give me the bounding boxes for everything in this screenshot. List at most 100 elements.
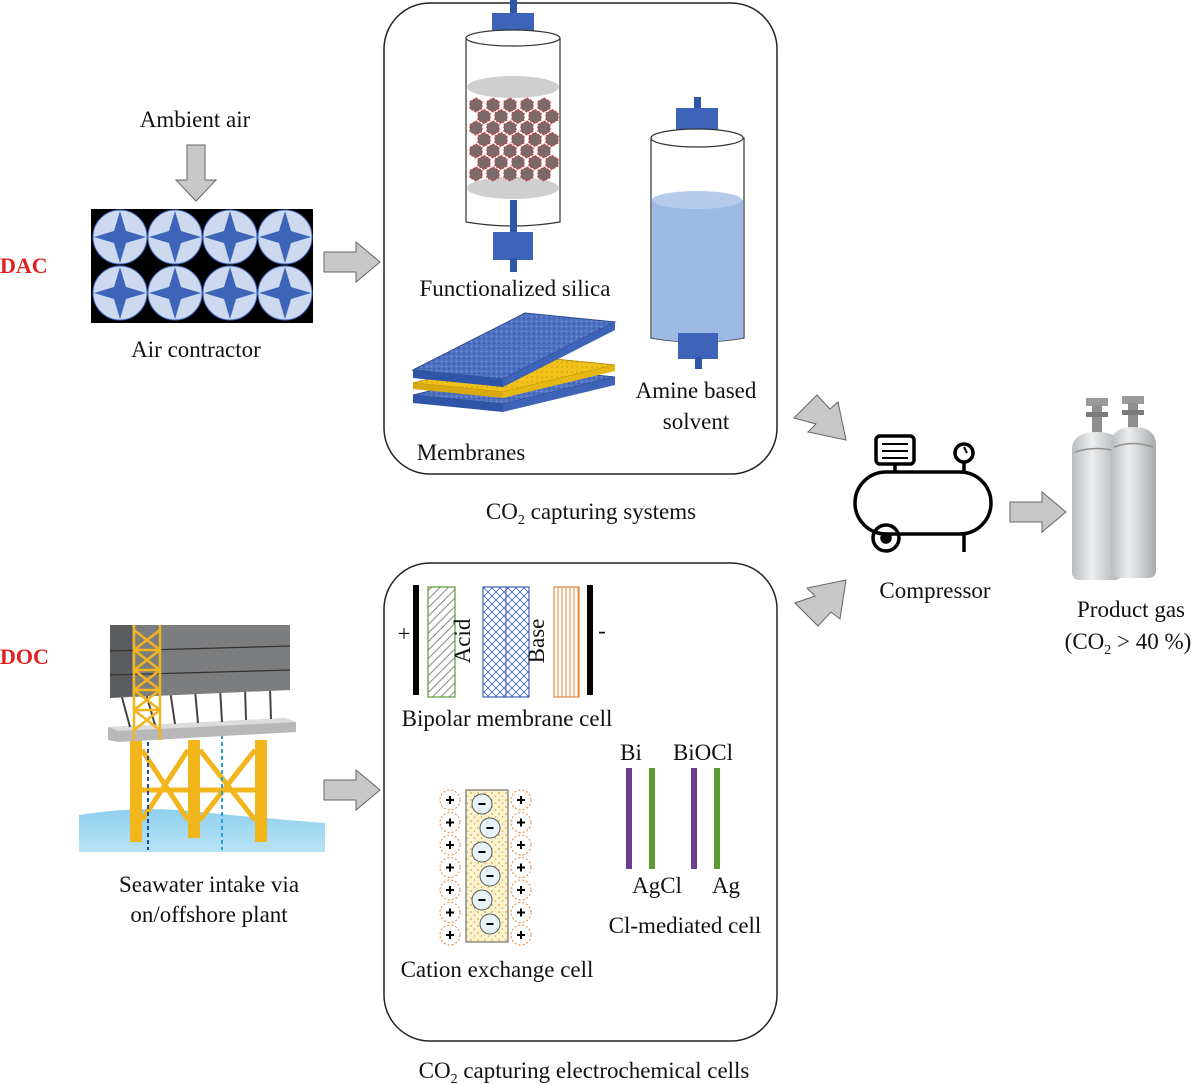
- bipolar-membrane-cell-icon: [413, 585, 593, 698]
- seawater-label-line1: Seawater intake via: [119, 872, 299, 897]
- ambient-air-label: Ambient air: [140, 107, 251, 132]
- silica-bead-icon: [503, 97, 517, 113]
- silica-bead-icon: [503, 120, 517, 136]
- arrow-to-electrochemical-cells-icon: [323, 768, 381, 812]
- anion-minus-icon: [479, 865, 501, 887]
- anode-plus-sign: +: [398, 621, 411, 646]
- cation-plus-icon: [510, 789, 532, 811]
- silica-bead-icon: [537, 143, 551, 159]
- cation-plus-icon: [510, 924, 532, 946]
- cation-plus-icon: [510, 879, 532, 901]
- doc-label: DOC: [0, 644, 49, 669]
- product-gas-label-line2: (CO2 > 40 %): [1065, 629, 1192, 658]
- fan-icon: [202, 265, 258, 321]
- amine-label-line1: Amine based: [636, 378, 757, 403]
- silica-bead-icon: [494, 108, 508, 125]
- cation-plus-icon: [439, 924, 461, 946]
- compressor-label: Compressor: [879, 578, 991, 603]
- anion-minus-icon: [471, 793, 493, 815]
- cation-plus-icon: [439, 902, 461, 923]
- anion-minus-icon: [471, 889, 493, 911]
- fan-icon: [147, 209, 203, 265]
- silica-bead-icon: [477, 108, 491, 125]
- anion-minus-icon: [479, 913, 501, 935]
- silica-bead-icon: [486, 120, 500, 136]
- product-gas-label-line1: Product gas: [1077, 597, 1185, 622]
- silica-bead-icon: [494, 154, 508, 171]
- cation-plus-icon: [510, 902, 532, 923]
- arrow-cells-to-compressor-icon: [794, 579, 847, 627]
- cl-mediated-cell-label: Cl-mediated cell: [609, 913, 762, 938]
- silica-bead-icon: [537, 166, 551, 182]
- silica-bead-icon: [528, 131, 542, 148]
- cation-exchange-cell-icon: [439, 789, 532, 946]
- silica-bead-icon: [486, 166, 500, 182]
- amine-label-line2: solvent: [663, 409, 730, 434]
- arrow-to-product-gas-icon: [1009, 490, 1067, 534]
- silica-bead-icon: [520, 143, 534, 159]
- capture-systems-caption: CO2 capturing systems: [486, 499, 696, 528]
- anion-minus-icon: [471, 841, 493, 863]
- silica-bead-icon: [486, 97, 500, 113]
- amine-column-icon: [650, 97, 745, 369]
- ag-label: Ag: [712, 873, 741, 898]
- silica-bead-icon: [469, 143, 483, 159]
- cl-mediated-cell-icon: [626, 768, 720, 869]
- fan-icon: [147, 265, 203, 321]
- cation-plus-icon: [439, 834, 461, 856]
- silica-bead-icon: [537, 97, 551, 113]
- anion-minus-icon: [479, 817, 501, 839]
- agcl-label: AgCl: [632, 873, 682, 898]
- silica-bead-icon: [511, 108, 525, 125]
- offshore-platform-icon: [79, 625, 325, 852]
- silica-bead-icon: [486, 143, 500, 159]
- capture-systems-box: [383, 2, 778, 475]
- silica-bead-icon: [528, 154, 542, 171]
- dac-label: DAC: [0, 253, 48, 278]
- arrow-to-capture-systems-icon: [323, 240, 381, 284]
- cation-plus-icon: [510, 857, 532, 878]
- cathode-minus-sign: -: [598, 618, 606, 643]
- acid-label: Acid: [450, 618, 475, 663]
- silica-bead-icon: [520, 166, 534, 182]
- fan-icon: [92, 265, 148, 321]
- silica-bead-icon: [528, 108, 542, 125]
- silica-bead-icon: [494, 131, 508, 148]
- silica-bead-icon: [545, 131, 559, 148]
- electrochemical-cells-caption: CO2 capturing electrochemical cells: [419, 1058, 750, 1085]
- electrochemical-cells-box: [383, 562, 778, 1042]
- base-label: Base: [524, 619, 549, 664]
- compressor-icon: [853, 434, 993, 553]
- silica-bead-icon: [545, 154, 559, 171]
- silica-bead-icon: [477, 154, 491, 171]
- cation-plus-icon: [439, 789, 461, 811]
- silica-bead-icon: [520, 120, 534, 136]
- silica-bead-icon: [469, 120, 483, 136]
- cation-exchange-cell-label: Cation exchange cell: [401, 957, 594, 982]
- silica-bead-icon: [545, 108, 559, 125]
- seawater-label-line2: on/offshore plant: [130, 902, 288, 927]
- air-contractor-label: Air contractor: [131, 337, 261, 362]
- silica-bead-icon: [511, 131, 525, 148]
- functionalized-silica-label: Functionalized silica: [420, 276, 611, 301]
- membranes-label: Membranes: [417, 440, 526, 465]
- air-contractor-icon: [91, 209, 313, 323]
- silica-bead-icon: [503, 166, 517, 182]
- gas-cylinders-icon: [1072, 396, 1156, 580]
- silica-bead-icon: [511, 154, 525, 171]
- membranes-icon: [411, 312, 617, 412]
- silica-bead-icon: [469, 97, 483, 113]
- biocl-label: BiOCl: [673, 740, 733, 765]
- down-arrow-icon: [174, 144, 218, 202]
- fan-icon: [202, 209, 258, 265]
- cation-plus-icon: [439, 812, 461, 833]
- arrow-systems-to-compressor-icon: [793, 394, 847, 441]
- fan-icon: [92, 209, 148, 265]
- silica-bead-icon: [469, 166, 483, 182]
- silica-bead-icon: [537, 120, 551, 136]
- cation-plus-icon: [510, 812, 532, 833]
- silica-column-icon: [465, 0, 561, 272]
- silica-bead-icon: [477, 131, 491, 148]
